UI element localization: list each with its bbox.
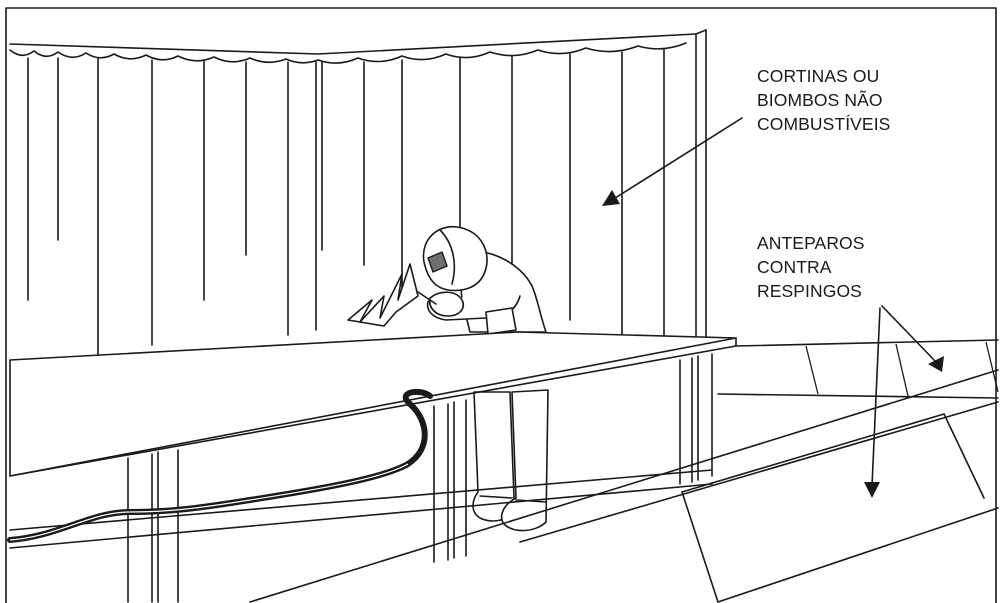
shields-arrowhead-1 [928, 356, 944, 372]
curtains-label-line-1: CORTINAS OU [757, 66, 879, 86]
curtains-arrowhead [602, 190, 620, 206]
shields-label-line-1: ANTEPAROS [757, 233, 865, 253]
shield-panel-divider-1 [682, 492, 718, 602]
curtains-label-line-3: COMBUSTÍVEIS [757, 114, 890, 134]
table-top [10, 332, 736, 476]
welding-arc-spark [348, 264, 418, 326]
curtain-folds [28, 50, 664, 355]
curtain-wall [10, 30, 706, 355]
welding-table [10, 332, 736, 602]
spatter-shields-callout: ANTEPAROS CONTRA RESPINGOS [757, 233, 944, 498]
curtains-leader-line [612, 118, 742, 200]
shield-panel-divider-2 [944, 414, 984, 498]
shields-arrowhead-2 [864, 482, 880, 498]
welder-hand [430, 292, 464, 316]
curtains-label-line-2: BIOMBOS NÃO [757, 89, 883, 110]
curtain-rod [10, 34, 696, 54]
welder-leg-left [473, 392, 514, 521]
shields-label-line-3: RESPINGOS [757, 281, 862, 301]
shields-label-line-2: CONTRA [757, 257, 832, 277]
welder-glove-cuff [486, 308, 516, 334]
shields-leader-line-1 [882, 306, 936, 362]
curtains-callout: CORTINAS OU BIOMBOS NÃO COMBUSTÍVEIS [602, 66, 890, 206]
